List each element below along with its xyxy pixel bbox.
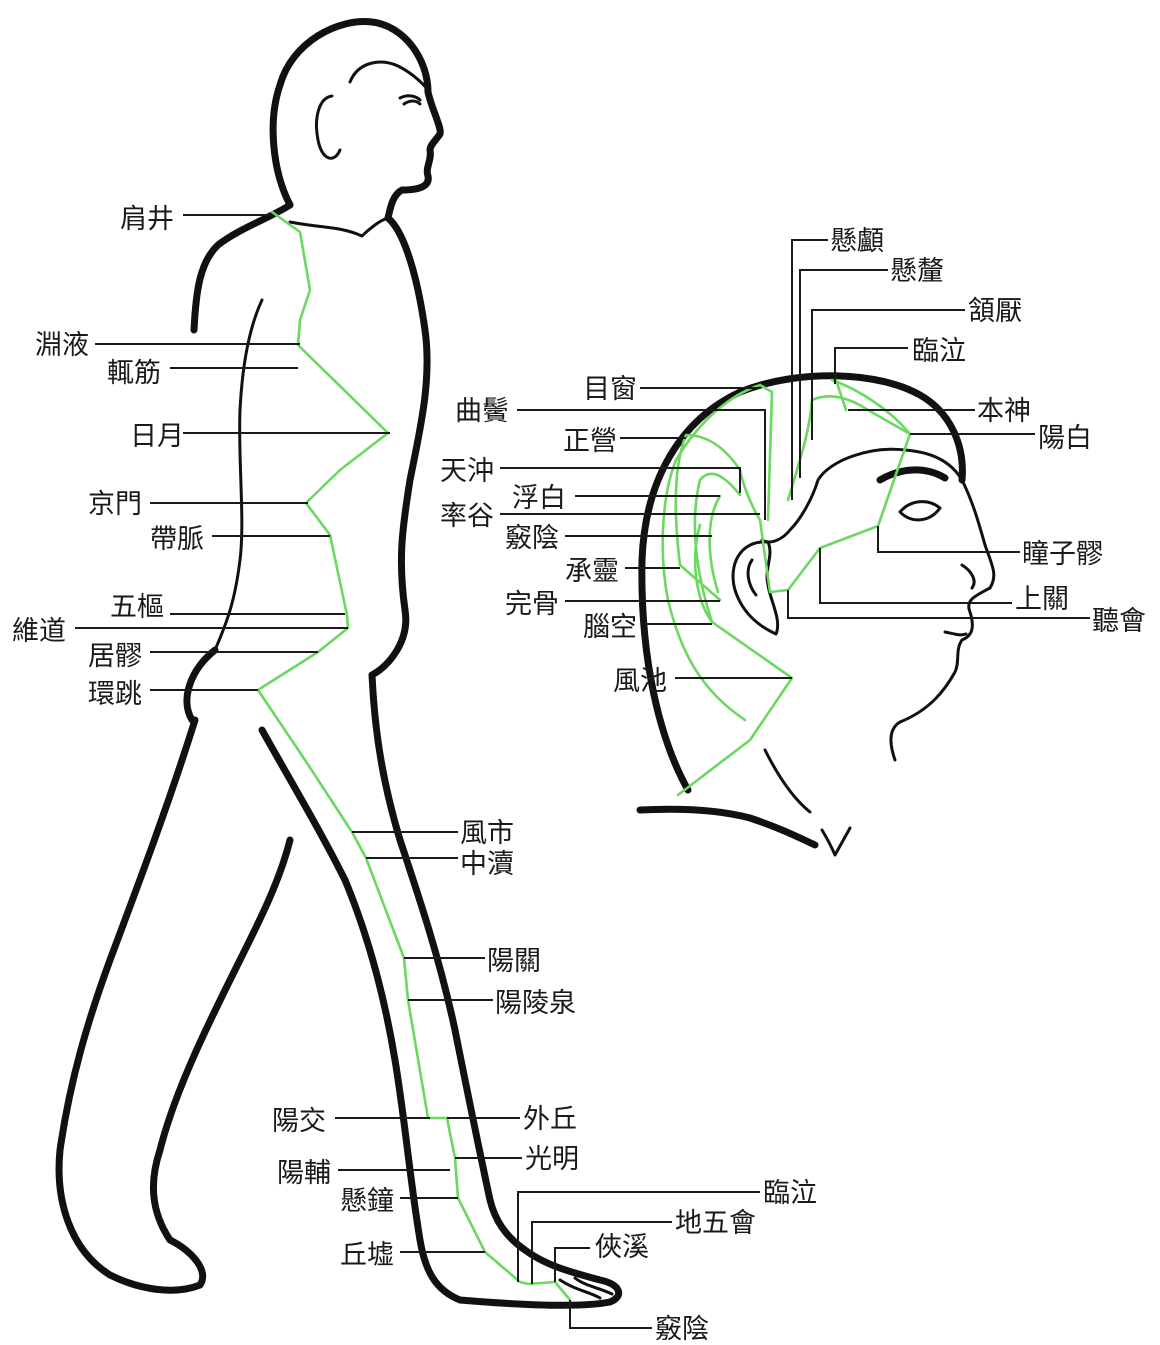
label-daimai: 帶脈 (150, 524, 204, 555)
head-meridian (663, 380, 910, 795)
label-yangbai: 陽白 (1038, 423, 1092, 454)
label-zhejin: 輒筋 (107, 358, 161, 389)
label-jianjing: 肩井 (120, 204, 174, 235)
label-fubai: 浮白 (512, 483, 566, 514)
label-xuanlu: 懸顱 (830, 226, 884, 257)
label-waiqiu: 外丘 (523, 1104, 577, 1135)
label-wushu: 五樞 (110, 592, 164, 623)
label-yanglingquan: 陽陵泉 (495, 988, 576, 1019)
head-face-outline (891, 480, 994, 760)
label-chengling: 承靈 (565, 556, 619, 587)
label-riyue: 日月 (130, 421, 184, 452)
label-shuaigu: 率谷 (440, 501, 494, 532)
label-xuanli: 懸釐 (890, 256, 944, 287)
body-head-outline (273, 22, 440, 218)
head-mouth-outline (945, 632, 966, 635)
label-hanyan: 頷厭 (968, 296, 1022, 327)
label-fengchi: 風池 (613, 666, 667, 697)
label-qiaoyin-foot: 竅陰 (655, 1314, 709, 1345)
label-shangguan: 上關 (1015, 584, 1069, 615)
label-weidao: 維道 (12, 616, 66, 647)
ear-outline (317, 96, 340, 158)
label-muchuang: 目窗 (583, 374, 637, 405)
label-zhongdu: 中瀆 (460, 849, 514, 880)
label-qiuxu: 丘墟 (340, 1240, 394, 1271)
label-tongziliao: 瞳子髎 (1022, 539, 1103, 570)
label-xuanzhong: 懸鐘 (340, 1186, 394, 1217)
label-tianchong: 天沖 (440, 456, 494, 487)
label-yangfu: 陽輔 (277, 1158, 331, 1189)
head-eye (900, 502, 940, 520)
label-benshen: 本神 (977, 396, 1031, 427)
body-back-outline (194, 205, 290, 330)
label-juliao: 居髎 (88, 641, 142, 672)
label-linqi-head: 臨泣 (912, 336, 966, 367)
label-yangguan: 陽關 (487, 946, 541, 977)
label-xiaxi: 俠溪 (595, 1232, 649, 1263)
label-zhengying: 正營 (563, 426, 617, 457)
eye-outline (400, 96, 420, 104)
point-labels: 肩井 淵液 輒筋 日月 京門 帶脈 五樞 維道 居髎 環跳 風市 中瀆 陽關 陽… (12, 204, 1146, 1345)
head-nose-outline (962, 565, 974, 588)
head-ear (733, 542, 778, 634)
label-guangming: 光明 (525, 1144, 579, 1175)
body-front-torso (372, 218, 427, 675)
head-meridian-inner-arc (760, 396, 910, 592)
label-linqi-foot: 臨泣 (763, 1178, 817, 1209)
hip-outline (187, 650, 215, 720)
label-diwuhui: 地五會 (675, 1208, 756, 1239)
armpit-line (215, 300, 262, 650)
label-yangjiao: 陽交 (272, 1106, 326, 1137)
head-eyebrow (880, 470, 945, 480)
label-fengshi: 風市 (460, 818, 514, 849)
back-leg-outline (59, 720, 290, 1290)
head-neck-back (640, 809, 815, 845)
label-tinghui: 聽會 (1092, 606, 1146, 637)
label-yuanye: 淵液 (35, 330, 89, 361)
label-jingmen: 京門 (88, 489, 142, 520)
collar-line (290, 218, 388, 236)
label-naokong: 腦空 (583, 612, 637, 643)
label-wangu: 完骨 (505, 589, 559, 620)
label-qubin: 曲鬢 (455, 396, 509, 427)
label-huantiao: 環跳 (88, 679, 142, 710)
hairline (350, 62, 430, 92)
label-qiaoyin-head: 竅陰 (505, 523, 559, 554)
